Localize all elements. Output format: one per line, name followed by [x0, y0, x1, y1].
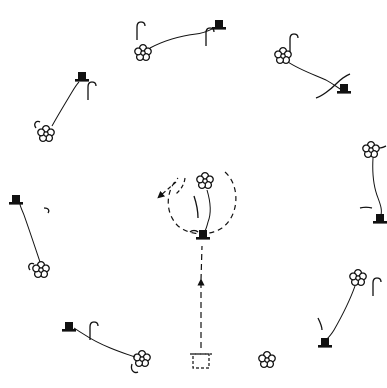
top-hat-icon	[9, 195, 23, 205]
connecting-line	[52, 82, 79, 126]
walking-cane-icon	[373, 278, 381, 296]
connecting-line	[205, 190, 210, 231]
flower-icon	[350, 270, 366, 286]
flower-icon	[134, 351, 150, 367]
start-position	[190, 354, 212, 368]
performer-lower-right	[318, 270, 381, 348]
top-hat-icon	[318, 338, 332, 348]
top-hat-icon	[62, 322, 76, 332]
walking-cane-icon	[290, 34, 298, 52]
walking-cane-icon	[35, 121, 40, 128]
walking-cane-icon	[190, 231, 198, 233]
flower-icon	[259, 352, 275, 368]
connecting-line	[74, 328, 135, 357]
walking-cane-icon	[90, 322, 98, 340]
connecting-line	[20, 204, 40, 262]
walking-cane-icon	[379, 146, 386, 148]
walking-cane-icon	[194, 196, 198, 218]
flower-icon	[135, 45, 151, 61]
performer-bottom-left	[62, 322, 150, 373]
performer-upper-right	[275, 34, 351, 98]
flower-icon	[363, 142, 379, 158]
top-hat-icon	[75, 72, 89, 82]
performer-right	[360, 142, 387, 224]
connecting-line	[326, 286, 355, 340]
turn-arrow	[160, 182, 176, 196]
walking-cane-icon	[44, 208, 49, 213]
performer-top	[135, 20, 226, 60]
walking-cane-icon	[360, 207, 372, 208]
performer-center	[190, 173, 213, 240]
entry-path	[201, 246, 202, 348]
performer-bottom-right	[259, 352, 275, 368]
dashed-entry-line	[201, 246, 202, 280]
connecting-line	[150, 28, 214, 48]
connecting-line	[373, 158, 382, 215]
walking-cane-icon	[318, 318, 322, 330]
performer-left-lower	[9, 195, 49, 277]
dashed-square-start-icon	[193, 354, 209, 368]
flower-icon	[275, 48, 291, 64]
turn-arrow-tail	[176, 178, 185, 194]
walking-cane-icon	[88, 82, 96, 100]
performer-left-upper	[35, 72, 96, 141]
top-hat-icon	[373, 214, 387, 224]
flower-icon	[197, 173, 213, 189]
flower-icon	[33, 262, 49, 278]
walking-cane-icon	[137, 22, 145, 40]
flower-icon	[38, 126, 54, 142]
top-hat-icon	[212, 20, 226, 30]
